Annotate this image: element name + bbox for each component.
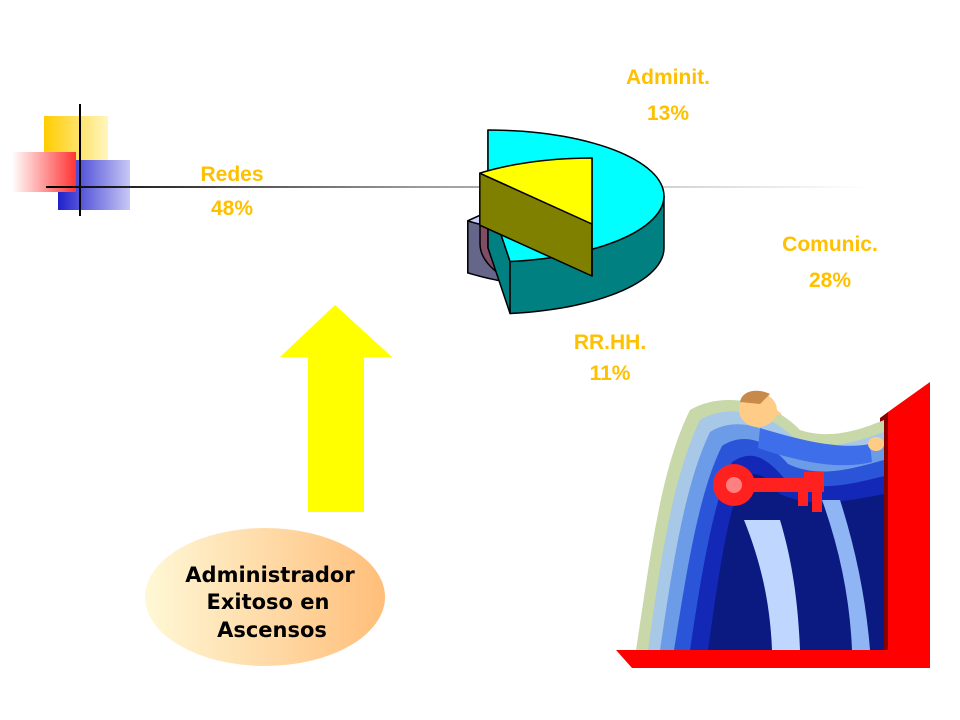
- callout-ellipse: [145, 528, 385, 666]
- slice-percent-redes: 48%: [211, 197, 253, 220]
- slice-percent-rrhh: 11%: [590, 362, 631, 385]
- slice-label-rrhh: RR.HH. 11%: [574, 331, 646, 385]
- figure-coat-stripe: [822, 500, 870, 650]
- slice-name-adminit: Adminit.: [626, 66, 710, 89]
- slice-label-comunic: Comunic. 28%: [782, 233, 878, 292]
- pie-slice-rrhh: [479, 157, 593, 277]
- figure-arm: [758, 428, 872, 466]
- man-turning-key-illustration: [616, 382, 930, 668]
- pie-slice-top-rrhh: [479, 157, 593, 225]
- pie-chart: [467, 129, 665, 315]
- red-floor: [616, 650, 930, 668]
- slice-name-comunic: Comunic.: [782, 233, 878, 256]
- callout: Administrador Exitoso en Ascensos: [145, 528, 385, 666]
- callout-line-1: Administrador: [185, 563, 355, 587]
- slice-name-redes: Redes: [200, 163, 263, 186]
- figure-hand: [868, 437, 884, 451]
- figure-head: [739, 390, 782, 427]
- red-door: [888, 382, 930, 668]
- figure-legs: [744, 520, 800, 650]
- slice-percent-comunic: 28%: [809, 269, 851, 292]
- slice-label-adminit: Adminit. 13%: [626, 66, 710, 125]
- slice-percent-adminit: 13%: [647, 102, 689, 125]
- colored-squares-logo-icon: [12, 104, 130, 216]
- title-rule: [46, 186, 866, 188]
- up-arrow-icon: [280, 305, 392, 512]
- callout-line-2: Exitoso en: [207, 590, 330, 614]
- slice-label-redes: Redes 48%: [200, 163, 263, 220]
- slice-name-rrhh: RR.HH.: [574, 331, 646, 354]
- key-icon: [713, 464, 824, 512]
- callout-line-3: Ascensos: [217, 618, 327, 642]
